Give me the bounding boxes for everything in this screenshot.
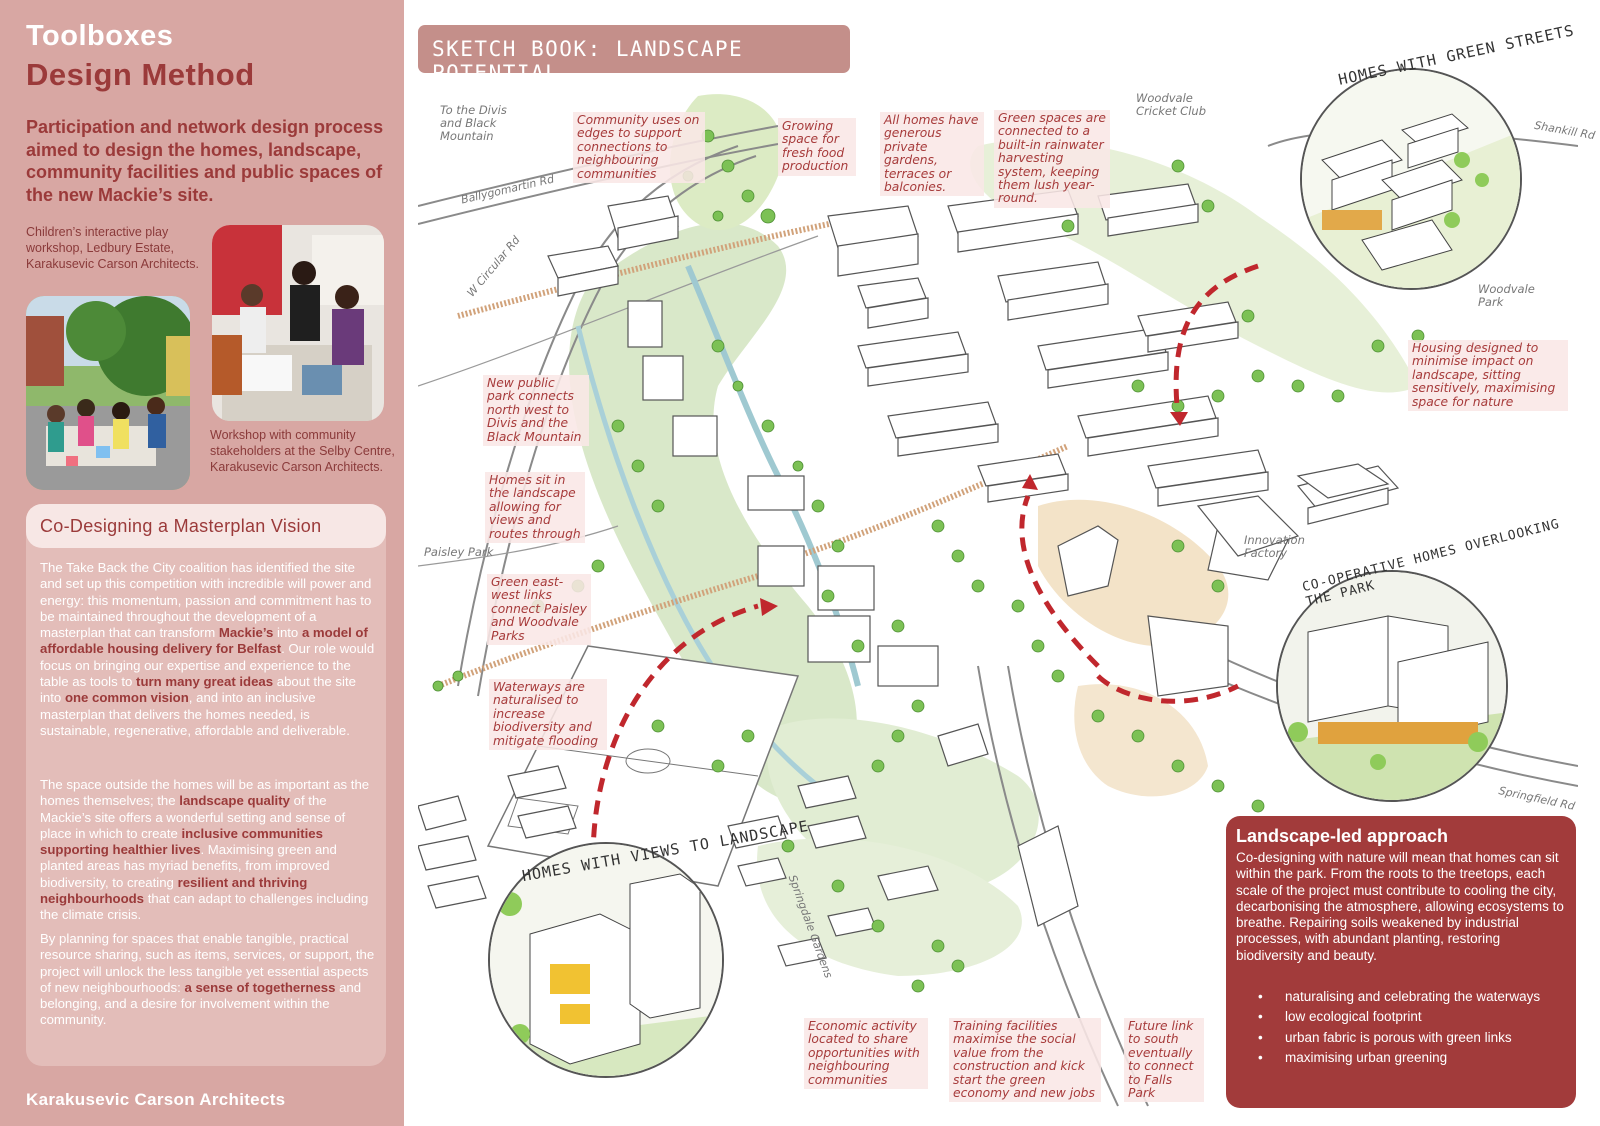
vision-text-run: into <box>273 625 302 641</box>
photo-stakeholder-workshop <box>212 225 384 421</box>
vignette-green-streets <box>1300 68 1522 290</box>
vision-emphasis: turn many great ideas <box>136 674 274 690</box>
vision-paragraph-2: The space outside the homes will be as i… <box>40 777 376 924</box>
page-title: Design Method <box>26 57 255 92</box>
note-all-homes: All homes have generous private gardens,… <box>880 112 984 197</box>
sketch-title: SKETCH BOOK: LANDSCAPE POTENTIAL <box>432 37 744 85</box>
walkway-north <box>457 213 869 319</box>
left-panel: Toolboxes Design Method Participation an… <box>0 0 404 1126</box>
vision-text-run: The space outside the homes will be as i… <box>40 777 370 809</box>
sketch-banner: SKETCH BOOK: LANDSCAPE POTENTIAL <box>418 25 850 85</box>
note-homes-sit: Homes sit in the landscape allowing for … <box>485 472 585 544</box>
south-housing-green <box>757 838 1022 976</box>
vision-text-run: and belonging, and a desire for involvem… <box>40 979 362 1028</box>
vision-emphasis: a model of affordable housing delivery f… <box>40 625 368 657</box>
note-training-facilities: Training facilities maximise the social … <box>949 1018 1101 1103</box>
landscape-bullet: maximising urban greening <box>1258 1050 1568 1067</box>
landscape-title: Landscape-led approach <box>1236 826 1449 846</box>
vignette-views <box>488 842 724 1078</box>
route-arrowheads <box>760 412 1188 616</box>
note-future-link: Future link to south eventually to conne… <box>1124 1018 1204 1103</box>
walkway-west <box>436 573 759 689</box>
vision-text-run: of the Mackie’s site offers a wonderful … <box>40 793 346 841</box>
landscape-approach-box: Landscape-led approach Co-designing with… <box>1226 816 1576 1108</box>
vision-emphasis: landscape quality <box>179 793 290 809</box>
place-woodvale-cricket: Woodvale Cricket Club <box>1136 91 1206 118</box>
note-new-park: New public park connects north west to D… <box>483 375 589 447</box>
vision-heading-pill: Co-Designing a Masterplan Vision <box>26 504 386 548</box>
photo-caption-children: Children’s interactive play workshop, Le… <box>26 225 199 271</box>
landscape-body: Co-designing with nature will mean that … <box>1236 850 1564 963</box>
vignette-cooperative-image <box>1278 572 1506 800</box>
landscape-bullet: urban fabric is porous with green links <box>1258 1030 1568 1047</box>
vision-emphasis: resilient and thriving neighbourhoods <box>40 874 308 907</box>
vision-text-run: The Take Back the City coalition has ide… <box>40 560 372 641</box>
vision-heading: Co-Designing a Masterplan Vision <box>40 516 322 536</box>
vision-text-run: that can adapt to challenges including t… <box>40 891 369 923</box>
building-cluster-south <box>418 723 1079 967</box>
vision-emphasis: one common vision <box>64 690 189 706</box>
note-green-spaces: Green spaces are connected to a built-in… <box>994 110 1110 208</box>
photo-stakeholder-workshop-image <box>212 225 384 421</box>
vision-text-run: , and into an inclusive masterplan that … <box>40 690 350 738</box>
vignette-cooperative <box>1276 570 1508 802</box>
note-housing-designed: Housing designed to minimise impact on l… <box>1408 340 1568 412</box>
photo-caption-stakeholders: Workshop with community stakeholders at … <box>210 428 395 474</box>
note-economic-activity: Economic activity located to share oppor… <box>804 1018 928 1090</box>
note-community-uses: Community uses on edges to support conne… <box>573 112 705 184</box>
vision-emphasis: Mackie’s <box>218 625 274 641</box>
building-cluster-north <box>547 183 1400 525</box>
vision-emphasis: a sense of togetherness <box>184 979 336 995</box>
place-innovation-factory: Innovation Factory <box>1244 533 1305 560</box>
photo-children-workshop <box>26 296 190 490</box>
landscape-bullet: low ecological footprint <box>1258 1009 1568 1026</box>
trees <box>432 129 1425 993</box>
vision-text-run: . Maximising green and planted areas has… <box>40 842 337 890</box>
note-growing-space: Growing space for fresh food production <box>778 118 856 176</box>
place-divis: To the Divis and Black Mountain <box>440 103 507 143</box>
section-kicker: Toolboxes <box>26 20 174 52</box>
road-west <box>418 235 819 387</box>
place-paisley-park: Paisley Park <box>424 545 494 559</box>
building-cluster-west <box>627 300 939 687</box>
note-waterways: Waterways are naturalised to increase bi… <box>489 679 607 751</box>
innovation-factory-building <box>1196 495 1300 557</box>
landscape-bullet: naturalising and celebrating the waterwa… <box>1258 989 1568 1006</box>
vision-paragraph-1: The Take Back the City coalition has ide… <box>40 560 376 739</box>
landscape-bullets: naturalising and celebrating the waterwa… <box>1258 989 1568 1070</box>
central-park-area <box>569 223 857 803</box>
vision-text-run: about the site into <box>40 674 356 706</box>
road-paisley <box>418 525 619 567</box>
vision-text-run: . Our role would focus on bringing our e… <box>40 641 375 690</box>
vision-emphasis: inclusive communities supporting healthi… <box>40 825 323 858</box>
place-woodvale-park: Woodvale Park <box>1478 282 1535 309</box>
vision-card: Co-Designing a Masterplan Vision The Tak… <box>26 504 386 1066</box>
note-green-links: Green east-west links connect Paisley an… <box>487 574 591 646</box>
photo-children-workshop-image <box>26 296 190 490</box>
footer-credit: Karakusevic Carson Architects <box>26 1090 286 1109</box>
vision-text-run: By planning for spaces that enable tangi… <box>40 931 375 995</box>
route-arrows <box>590 263 1259 907</box>
vignette-green-streets-image <box>1302 70 1520 288</box>
vision-paragraph-3: By planning for spaces that enable tangi… <box>40 931 376 1029</box>
intro-text: Participation and network design process… <box>26 117 384 205</box>
